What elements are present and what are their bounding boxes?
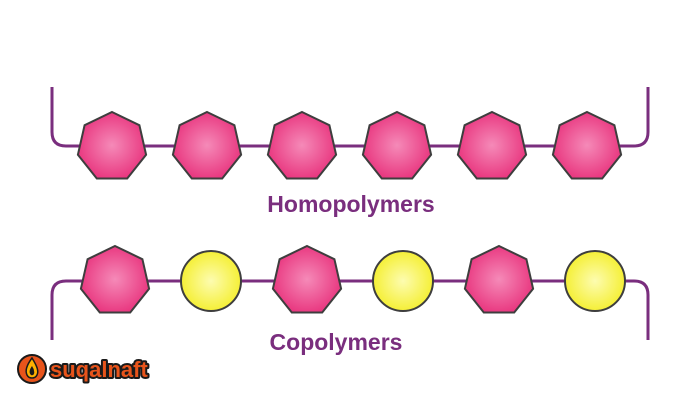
homopolymer-backbone — [50, 87, 650, 148]
copolymer-monomer-a — [79, 244, 151, 314]
copolymer-backbone — [50, 279, 650, 340]
homopolymer-monomer-a — [456, 110, 528, 180]
watermark-logo: suqalnaft — [17, 354, 150, 384]
homopolymer-monomer-a — [171, 110, 243, 180]
homopolymer-monomer-a — [551, 110, 623, 180]
copolymer-chain — [50, 244, 650, 340]
homopolymer-chain — [50, 87, 650, 180]
homopolymer-monomer-a — [361, 110, 433, 180]
copolymer-monomer-b — [564, 250, 626, 312]
copolymer-monomer-a — [271, 244, 343, 314]
copolymer-monomer-a — [463, 244, 535, 314]
copolymer-monomer-b — [180, 250, 242, 312]
copolymer-monomer-b — [372, 250, 434, 312]
homopolymer-label: Homopolymers — [267, 191, 434, 217]
homopolymer-monomer-a — [266, 110, 338, 180]
homopolymer-monomer-a — [76, 110, 148, 180]
copolymer-units — [79, 244, 626, 314]
homopolymer-units — [76, 110, 623, 180]
copolymer-label: Copolymers — [270, 329, 403, 355]
watermark-text: suqalnaft — [50, 357, 148, 382]
flame-drop-icon — [17, 354, 47, 384]
